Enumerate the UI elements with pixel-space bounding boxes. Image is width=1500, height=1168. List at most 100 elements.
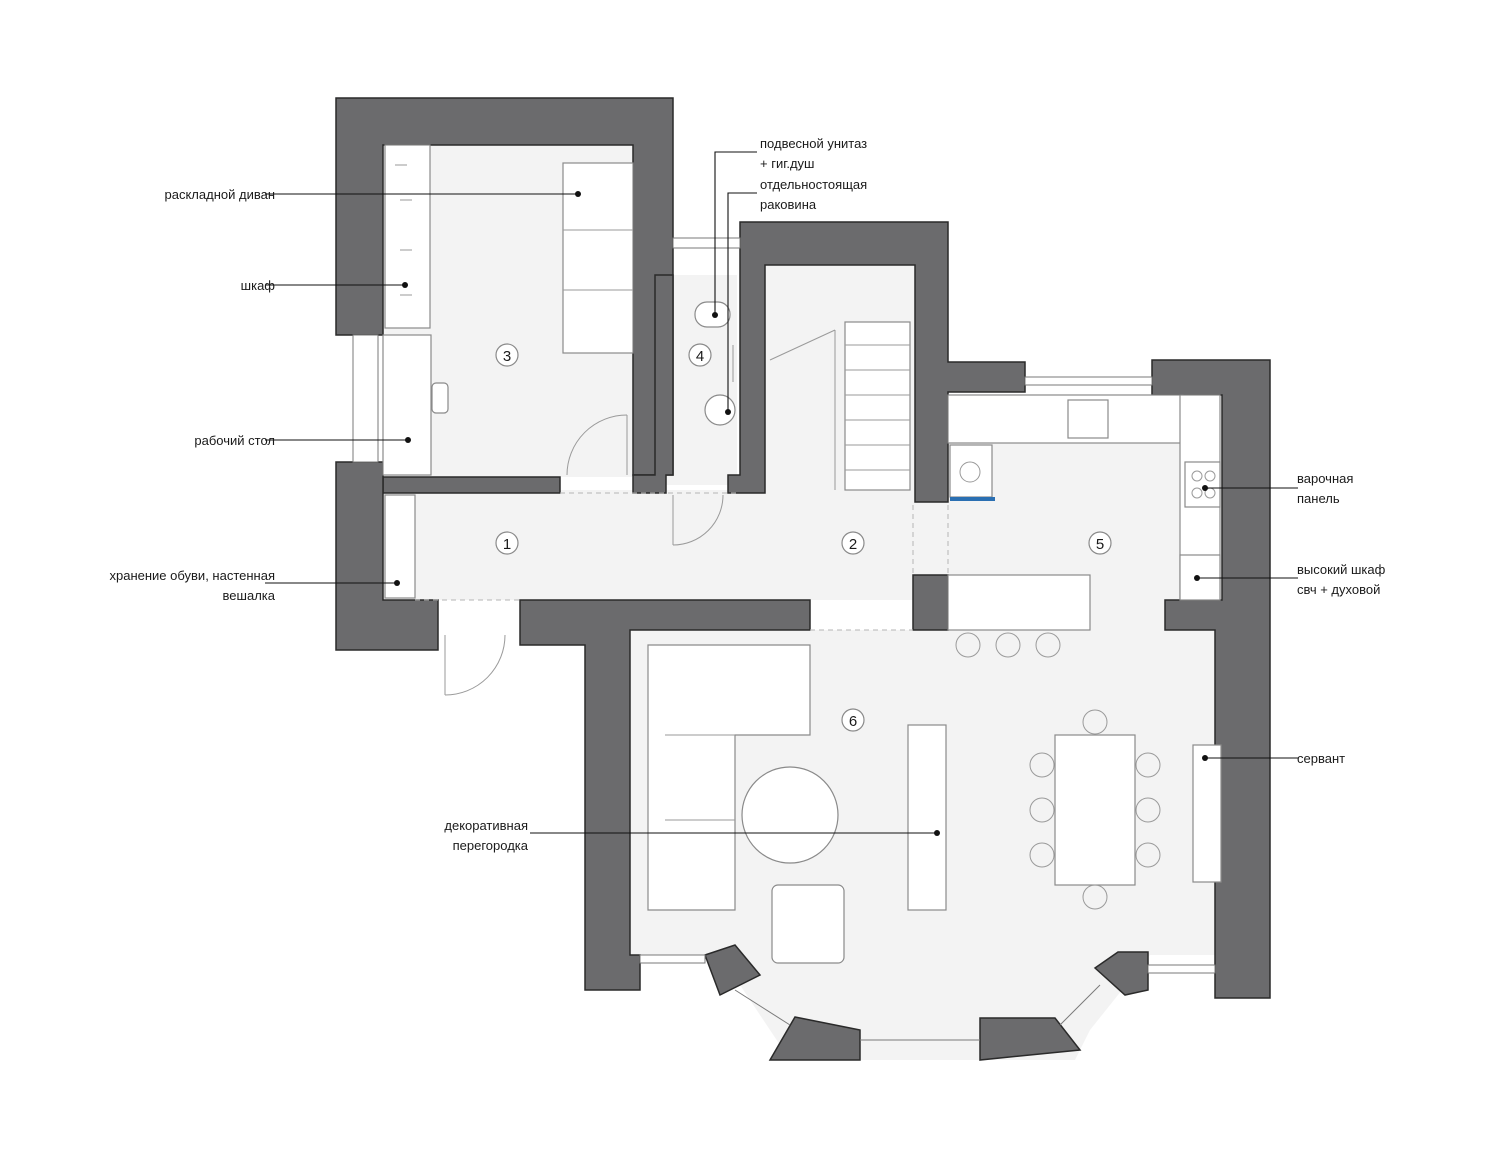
- hanger-icon: [395, 164, 412, 296]
- window-bay-se: [1059, 984, 1101, 1026]
- living-items: [647, 644, 1222, 964]
- wall-room3-bottom: [382, 476, 561, 494]
- room-number-1: 1: [503, 536, 511, 553]
- kitchen-sink: [1067, 399, 1109, 439]
- window-room3: [352, 334, 379, 463]
- stairs: [769, 321, 911, 491]
- cooktop-burner: [1191, 487, 1203, 499]
- leader-dot: [1194, 575, 1200, 581]
- label-desk: рабочий стол: [194, 433, 275, 448]
- sink: [704, 394, 736, 426]
- bar-stool: [995, 632, 1021, 658]
- label-shoe-storage-1: хранение обуви, настенная: [109, 568, 275, 583]
- wall-bay-bottom-right: [979, 1017, 1082, 1061]
- leader-dot: [575, 191, 581, 197]
- wall-bay-left: [704, 944, 762, 997]
- label-sofa-bed: раскладной диван: [165, 187, 276, 202]
- leader-sink: [727, 192, 757, 412]
- door-entry-swing: [444, 634, 506, 696]
- fridge-fan-icon: [959, 461, 981, 483]
- stair-break-line: [769, 329, 836, 490]
- room-numbers: 1 2 3 4 5 6: [495, 343, 1112, 732]
- room3-furniture: [382, 144, 634, 476]
- room-number-6: 6: [849, 713, 857, 730]
- room-number-circle: [495, 531, 519, 555]
- leader-dot: [1202, 755, 1208, 761]
- label-sink-1: отдельностоящая: [760, 177, 867, 192]
- dining-chair: [1135, 752, 1161, 778]
- label-partition-1: декоративная: [444, 818, 528, 833]
- room-number-3: 3: [503, 348, 511, 365]
- leader-dot: [712, 312, 718, 318]
- cooktop-burner: [1191, 470, 1203, 482]
- leader-dot: [1202, 485, 1208, 491]
- dining-chair: [1135, 797, 1161, 823]
- leaders: [265, 151, 1298, 836]
- dining-table: [1054, 734, 1136, 886]
- bar-stool: [955, 632, 981, 658]
- sofa-bed: [562, 162, 634, 354]
- window-living-right: [1147, 964, 1216, 974]
- fridge-stripe: [950, 497, 995, 501]
- door-bath-swing: [672, 494, 724, 546]
- label-sideboard: сервант: [1297, 751, 1345, 766]
- bar-stool: [1035, 632, 1061, 658]
- kitchen-island: [947, 574, 1091, 631]
- decorative-partition: [907, 724, 947, 911]
- stair-run: [844, 321, 911, 491]
- kitchen-items: [947, 394, 1221, 658]
- window-bay-sw: [734, 989, 791, 1026]
- window-living-left: [639, 954, 706, 964]
- corridor-items: [384, 492, 949, 696]
- leader-dot: [725, 409, 731, 415]
- label-cooktop-2: панель: [1297, 491, 1340, 506]
- room-number-circle: [1088, 531, 1112, 555]
- wall-column: [912, 574, 949, 631]
- desk-chair: [431, 382, 449, 414]
- label-sink-2: раковина: [760, 197, 817, 212]
- leader-toilet: [714, 151, 757, 315]
- fridge: [949, 444, 993, 498]
- label-toilet-2: + гиг.душ: [760, 156, 815, 171]
- dining-chair: [1029, 752, 1055, 778]
- sideboard: [1192, 744, 1222, 883]
- label-shoe-storage-2: вешалка: [223, 588, 276, 603]
- label-toilet-1: подвесной унитаз: [760, 136, 867, 151]
- room-number-4: 4: [696, 348, 704, 365]
- dining-chair: [1029, 842, 1055, 868]
- cooktop: [1184, 461, 1221, 508]
- label-partition-2: перегородка: [453, 838, 529, 853]
- label-wardrobe: шкаф: [241, 278, 276, 293]
- cooktop-burner: [1204, 470, 1216, 482]
- dining-chair: [1135, 842, 1161, 868]
- wardrobe: [384, 144, 431, 329]
- coffee-table: [741, 766, 839, 864]
- counter-top: [947, 394, 1184, 444]
- shoe-storage: [384, 494, 416, 599]
- room-number-2: 2: [849, 536, 857, 553]
- leader-dot: [405, 437, 411, 443]
- armchair: [771, 884, 845, 964]
- wall-bath-left: [632, 274, 674, 494]
- window-kitchen: [1024, 376, 1153, 386]
- room-number-5: 5: [1096, 536, 1104, 553]
- dining-chair: [1029, 797, 1055, 823]
- labels: раскладной диван шкаф рабочий стол хране…: [109, 136, 1385, 853]
- door-room3-swing: [566, 414, 628, 476]
- room-number-circle: [841, 531, 865, 555]
- label-tall-cabinet-1: высокий шкаф: [1297, 562, 1386, 577]
- dining-chair: [1082, 709, 1108, 735]
- window-bath: [672, 237, 741, 249]
- wall-stair: [727, 221, 1026, 503]
- label-tall-cabinet-2: свч + духовой: [1297, 582, 1380, 597]
- room-number-circle: [841, 708, 865, 732]
- label-cooktop-1: варочная: [1297, 471, 1353, 486]
- wall-room3-top: [335, 97, 674, 476]
- wall-bay-bottom-left: [768, 1016, 861, 1061]
- leader-dot: [394, 580, 400, 586]
- leader-dot: [934, 830, 940, 836]
- desk: [382, 334, 432, 476]
- dining-chair: [1082, 884, 1108, 910]
- room-number-circle: [495, 343, 519, 367]
